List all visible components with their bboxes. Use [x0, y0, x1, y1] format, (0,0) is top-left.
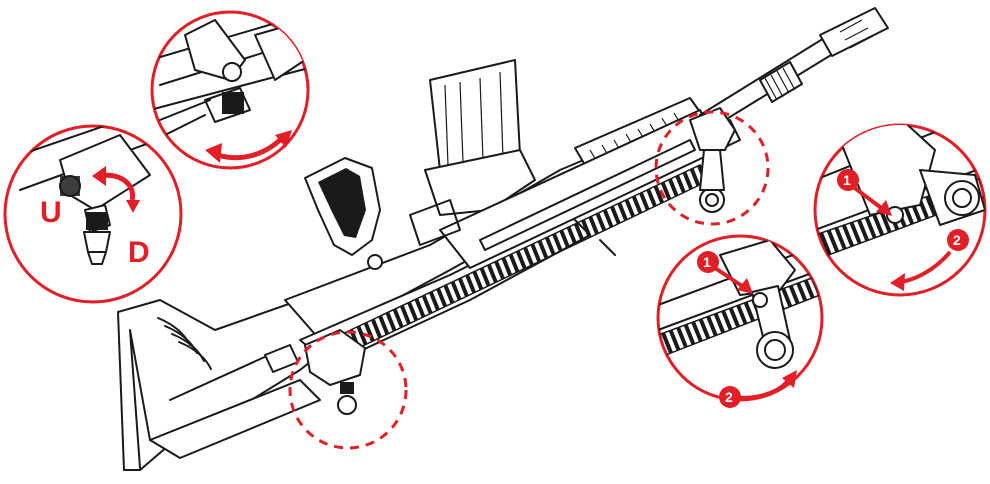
barrel-nut	[759, 61, 803, 103]
buttstock-inner-edge	[129, 329, 281, 469]
barrel-nut-ridges	[764, 67, 796, 101]
flash-hider-slots	[839, 19, 874, 49]
svg-text:1: 1	[843, 172, 851, 188]
selector-switch	[367, 254, 383, 270]
callout-rear-sight	[288, 330, 408, 450]
front-sight-on-rifle	[689, 107, 736, 213]
double-arrow-icon	[217, 136, 284, 161]
callout-front-sight	[654, 110, 770, 226]
rear-sight-on-rifle	[304, 329, 366, 415]
flash-hider	[819, 7, 889, 57]
up-label: U	[40, 196, 62, 229]
handguard	[439, 109, 741, 269]
step-1-badge	[697, 251, 719, 273]
detail-front-sight-flip: 1 2	[813, 123, 987, 297]
pistol-grip-texture	[318, 168, 366, 238]
svg-text:1: 1	[703, 254, 711, 270]
detail-rear-sight-flip: 1 2	[656, 234, 824, 408]
rifle-illustration	[117, 7, 889, 471]
magazine-well	[424, 149, 536, 216]
magazine-ribs	[444, 71, 504, 166]
handguard-slot	[479, 139, 696, 251]
step-2-badge	[947, 229, 969, 251]
svg-text:2: 2	[953, 232, 961, 248]
svg-text:2: 2	[725, 389, 733, 405]
cheek-rest-ribs	[157, 317, 212, 370]
step-2-badge	[719, 386, 741, 408]
bipod-leg	[599, 239, 616, 256]
stock-lower	[149, 379, 321, 459]
detail-windage-adjustment	[150, 10, 310, 170]
detail-up-down-adjustment: U D	[3, 124, 183, 304]
receiver-detail	[409, 199, 461, 246]
top-rail-slots	[589, 112, 681, 161]
step-1-badge	[837, 169, 859, 191]
down-label: D	[128, 236, 150, 269]
